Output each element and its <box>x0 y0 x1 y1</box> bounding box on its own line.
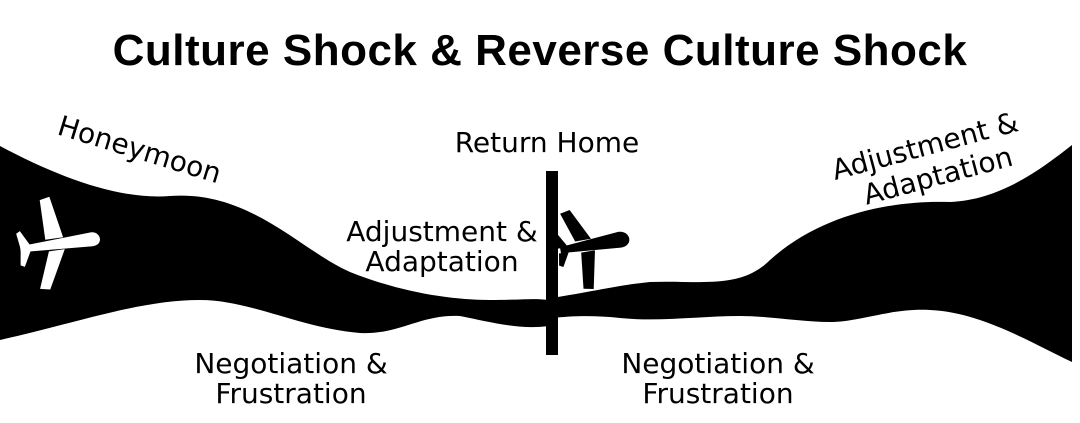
negotiation-right-line1: Negotiation & <box>621 347 814 380</box>
honeymoon-label: Honeymoon <box>54 109 225 190</box>
wave-left <box>0 146 548 340</box>
adjustment-mid-line1: Adjustment & <box>346 215 538 248</box>
negotiation-right-line2: Frustration <box>642 377 793 410</box>
negotiation-left-line2: Frustration <box>215 377 366 410</box>
wave-right <box>552 145 1072 362</box>
adjustment-mid-line2: Adaptation <box>365 245 518 278</box>
page-title: Culture Shock & Reverse Culture Shock <box>112 26 968 75</box>
airplane-icon <box>554 210 630 290</box>
negotiation-left-line1: Negotiation & <box>194 347 387 380</box>
airplane-icon <box>16 196 100 290</box>
return-home-label: Return Home <box>455 126 640 159</box>
return-home-divider <box>546 171 558 355</box>
